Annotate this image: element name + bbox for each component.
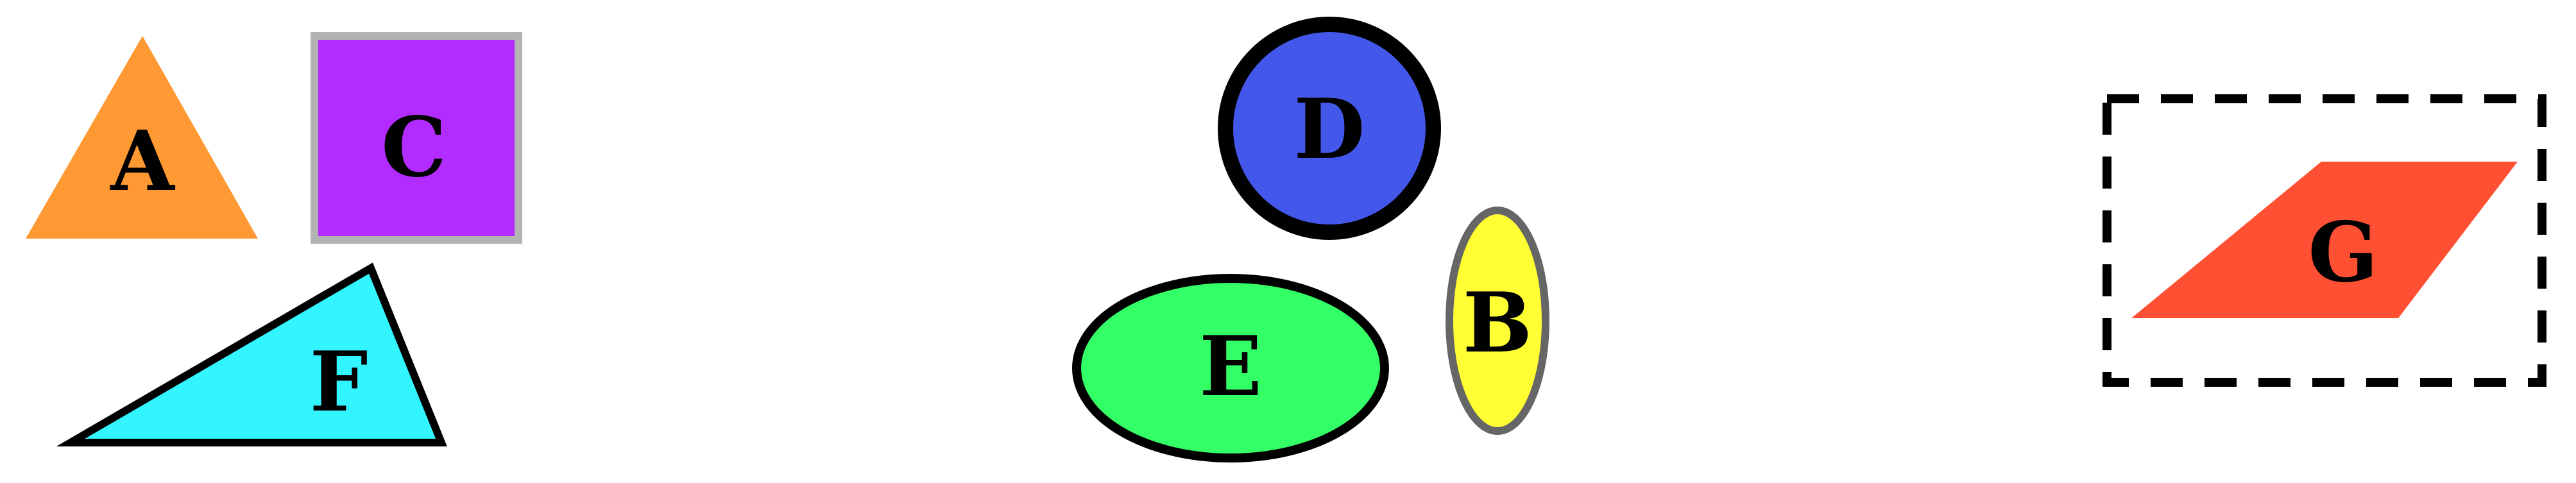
shape-f-triangle xyxy=(56,262,447,446)
shape-g-parallelogram xyxy=(2131,162,2518,318)
shape-d: D xyxy=(1218,17,1441,240)
shape-a-label: A xyxy=(110,114,175,210)
group-g-dashed-border xyxy=(2103,94,2546,387)
shape-a-triangle xyxy=(26,36,258,239)
shape-b-ellipse xyxy=(1446,207,1549,435)
shape-c-square xyxy=(311,32,522,244)
shape-c-label: C xyxy=(381,99,447,196)
shape-d-label: D xyxy=(1294,81,1365,178)
shape-e-ellipse xyxy=(1072,274,1389,462)
shape-e-label: E xyxy=(1199,319,1262,415)
shape-f: F xyxy=(56,262,447,446)
shape-e: E xyxy=(1072,274,1389,462)
shape-b-label: B xyxy=(1463,275,1532,371)
shape-a: A xyxy=(26,36,258,239)
shape-f-label: F xyxy=(310,334,368,430)
group-g: G xyxy=(2103,94,2546,387)
shape-d-circle xyxy=(1218,17,1441,240)
shape-b: B xyxy=(1446,207,1549,435)
shape-g-label: G xyxy=(2308,205,2378,301)
shape-c: C xyxy=(311,32,522,244)
